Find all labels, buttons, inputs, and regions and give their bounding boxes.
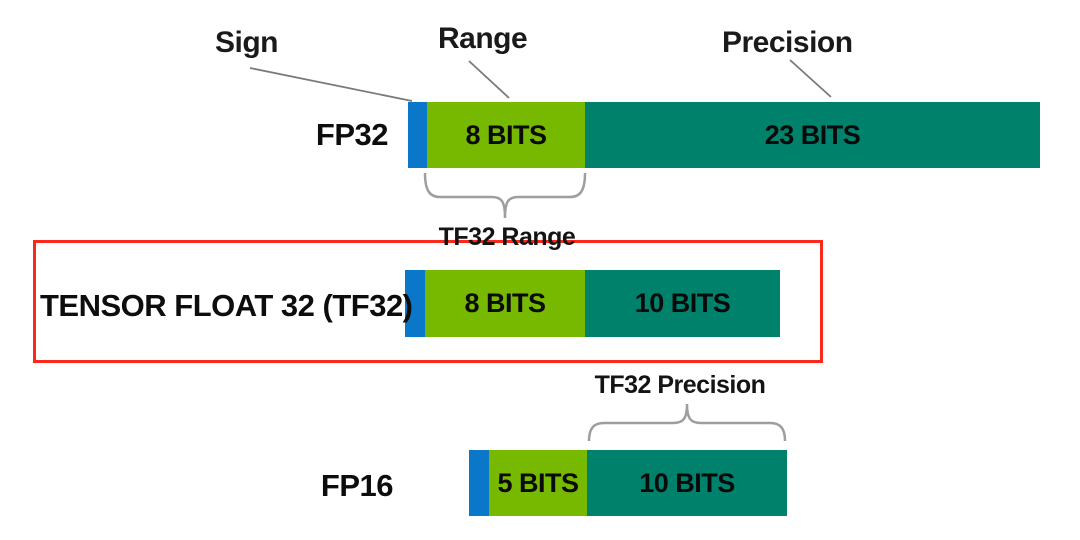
sign-leader-line xyxy=(249,67,413,102)
tf32-highlight-box xyxy=(33,240,823,363)
fp16-precision-segment: 10 BITS xyxy=(587,450,787,516)
range-callout-label: Range xyxy=(438,22,528,55)
tf32-range-brace xyxy=(423,172,587,219)
fp16-bar: 5 BITS 10 BITS xyxy=(469,450,787,516)
fp32-precision-segment: 23 BITS xyxy=(585,102,1040,168)
tf32-bar: 8 BITS 10 BITS xyxy=(405,270,780,337)
tf32-sign-bit xyxy=(405,270,425,337)
sign-callout-label: Sign xyxy=(215,26,279,59)
fp32-range-segment: 8 BITS xyxy=(427,102,585,168)
tf32-precision-brace xyxy=(587,403,787,442)
tf32-row-label: TENSOR FLOAT 32 (TF32) xyxy=(40,288,413,323)
tf32-precision-segment: 10 BITS xyxy=(585,270,780,337)
precision-leader-line xyxy=(789,59,832,98)
tf32-range-segment: 8 BITS xyxy=(425,270,585,337)
fp16-row-label: FP16 xyxy=(320,468,394,503)
fp16-sign-bit xyxy=(469,450,489,516)
tf32-precision-label: TF32 Precision xyxy=(594,371,766,399)
fp32-bar: 8 BITS 23 BITS xyxy=(408,102,1040,168)
fp16-range-segment: 5 BITS xyxy=(489,450,587,516)
fp32-sign-bit xyxy=(408,102,427,168)
fp32-row-label: FP32 xyxy=(315,117,389,152)
tf32-range-label: TF32 Range xyxy=(438,223,576,251)
precision-callout-label: Precision xyxy=(722,26,853,59)
range-leader-line xyxy=(468,60,510,99)
